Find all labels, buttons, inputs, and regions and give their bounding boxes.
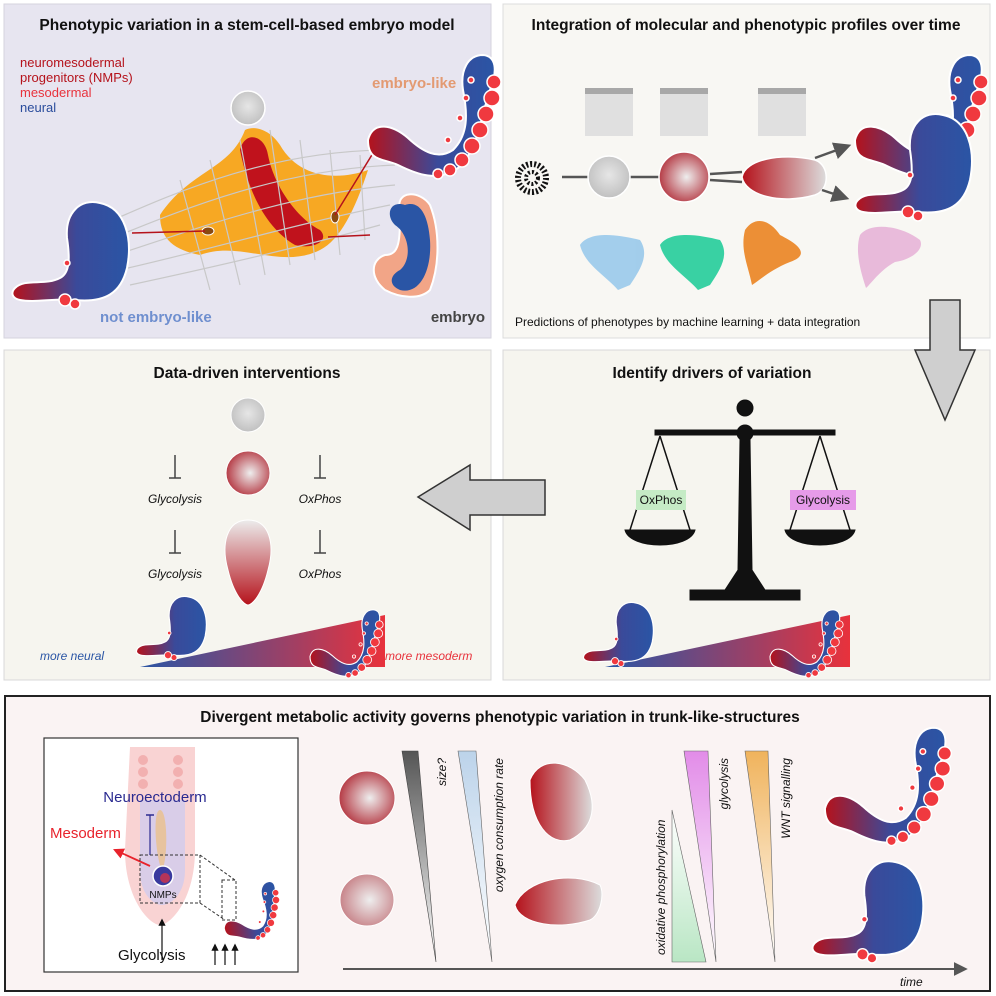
aggregate-day2 [658, 151, 710, 203]
label-glycolysis-wedge: glycolysis [717, 758, 731, 809]
label-mesoderm: Mesoderm [50, 825, 121, 842]
oxphos-pan-label-bg [636, 490, 686, 510]
inhibition-symbols [169, 455, 326, 554]
single-cell-cluster-icon [515, 161, 549, 195]
stem-cell-aggregate [230, 90, 266, 126]
aggregate-early [230, 397, 266, 433]
panel-interventions: Data-driven interventions Glycolysis OxP… [3, 349, 492, 681]
umap-plots [580, 220, 921, 290]
flow-arrow-left [416, 463, 546, 532]
aggregate-late [224, 519, 272, 606]
aggregate-small [339, 873, 395, 927]
panel-title: Data-driven interventions [154, 365, 341, 382]
aggregate-mid [225, 450, 271, 496]
label-wnt-signalling: WNT signalling [779, 758, 793, 839]
panel-caption: Predictions of phenotypes by machine lea… [515, 315, 860, 329]
panel-title: Identify drivers of variation [613, 365, 812, 382]
structure-embryo-like-stage [529, 762, 593, 842]
legend-nmp-line2: progenitors (NMPs) [20, 70, 133, 85]
inhibitor-glycolysis-2: Glycolysis [148, 567, 202, 581]
inhibitor-oxphos-2: OxPhos [299, 567, 342, 581]
label-not-embryo-like: not embryo-like [100, 309, 212, 326]
wedge-glycolysis [683, 750, 717, 963]
inhibitor-oxphos-1: OxPhos [299, 492, 342, 506]
glycolysis-pan-label: Glycolysis [796, 493, 850, 507]
oxphos-pan-label: OxPhos [640, 493, 683, 507]
glycolysis-pan-label-bg [790, 490, 856, 510]
wedge-wnt [744, 750, 776, 963]
panel-metabolic-activity: Divergent metabolic activity governs phe… [4, 695, 991, 992]
panel-phenotypic-variation: Phenotypic variation in a stem-cell-base… [3, 3, 502, 339]
label-more-mesoderm: more mesoderm [385, 649, 472, 663]
label-embryo-like: embryo-like [372, 75, 456, 92]
panel-drivers: Identify drivers of variation OxPhos Gly… [502, 349, 991, 681]
inhibitor-glycolysis-1: Glycolysis [148, 492, 202, 506]
aggregate-day1 [587, 155, 631, 199]
label-time: time [900, 975, 923, 989]
label-oxygen-consumption-rate: oxygen consumption rate [492, 758, 506, 892]
panel-title: Phenotypic variation in a stem-cell-base… [39, 17, 454, 34]
aggregate-large [338, 770, 396, 826]
label-size: size? [435, 758, 449, 786]
label-more-neural: more neural [40, 649, 104, 663]
legend-neural: neural [20, 100, 56, 115]
label-neuroectoderm: Neuroectoderm [103, 789, 206, 806]
panel-title: Divergent metabolic activity governs phe… [200, 709, 799, 726]
label-nmps: NMPs [149, 890, 176, 901]
legend-nmp-line1: neuromesodermal [20, 55, 125, 70]
label-glycolysis: Glycolysis [118, 947, 186, 964]
panel-integration: Integration of molecular and phenotypic … [502, 3, 991, 339]
panel-title: Integration of molecular and phenotypic … [532, 17, 961, 34]
wedge-oxidative-phosphorylation [671, 809, 707, 963]
wedge-size [401, 750, 437, 963]
label-embryo: embryo [431, 309, 485, 326]
legend-mesodermal: mesodermal [20, 85, 92, 100]
wedge-oxygen-consumption [457, 750, 493, 963]
elongating-structure [741, 156, 827, 200]
label-oxidative-phosphorylation: oxidative phosphorylation [654, 819, 668, 955]
legend: neuromesodermal progenitors (NMPs) mesod… [20, 55, 133, 115]
flow-arrow-down [913, 299, 977, 422]
structure-not-embryo-like-stage [514, 877, 603, 926]
embryo-drawing [372, 193, 439, 298]
balance-scale-icon [624, 399, 856, 601]
schematic-inset: Neuroectoderm Mesoderm NMPs Glycolysis [43, 737, 299, 973]
waddington-landscape [89, 90, 396, 291]
data-tables [585, 88, 806, 136]
